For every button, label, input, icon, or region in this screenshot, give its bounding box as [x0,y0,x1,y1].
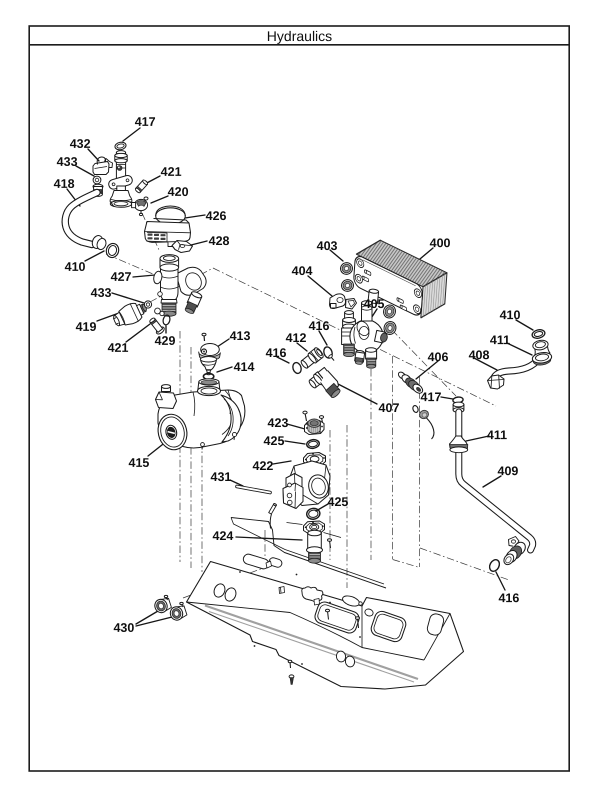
svg-text:431: 431 [211,470,232,484]
svg-text:416: 416 [309,319,330,333]
svg-text:416: 416 [266,346,287,360]
svg-text:409: 409 [498,464,519,478]
svg-text:419: 419 [76,320,97,334]
svg-text:415: 415 [129,456,150,470]
svg-text:417: 417 [135,115,156,129]
svg-text:427: 427 [111,270,132,284]
svg-text:433: 433 [57,155,78,169]
svg-text:403: 403 [317,239,338,253]
svg-text:422: 422 [253,459,274,473]
svg-text:416: 416 [498,591,519,605]
svg-text:414: 414 [234,360,255,374]
svg-text:410: 410 [65,260,86,274]
svg-text:428: 428 [209,234,230,248]
svg-text:Hydraulics: Hydraulics [267,28,332,44]
svg-text:421: 421 [108,341,129,355]
svg-text:407: 407 [379,401,400,415]
svg-text:423: 423 [268,416,289,430]
svg-text:413: 413 [230,329,251,343]
svg-text:412: 412 [286,331,307,345]
svg-text:430: 430 [113,621,134,635]
svg-text:432: 432 [70,137,91,151]
svg-text:421: 421 [161,165,182,179]
svg-text:424: 424 [212,529,233,543]
svg-text:410: 410 [500,308,521,322]
svg-text:404: 404 [292,264,313,278]
svg-text:433: 433 [91,286,112,300]
svg-text:420: 420 [168,185,189,199]
svg-text:425: 425 [264,434,285,448]
svg-text:411: 411 [487,428,507,442]
svg-text:405: 405 [364,297,385,311]
svg-text:425: 425 [328,495,349,509]
svg-text:400: 400 [430,236,451,250]
svg-text:418: 418 [54,177,75,191]
svg-text:411: 411 [490,333,510,347]
svg-text:426: 426 [206,209,227,223]
svg-text:406: 406 [428,350,449,364]
svg-text:417: 417 [421,390,442,404]
svg-text:408: 408 [469,348,490,362]
svg-text:429: 429 [155,334,176,348]
